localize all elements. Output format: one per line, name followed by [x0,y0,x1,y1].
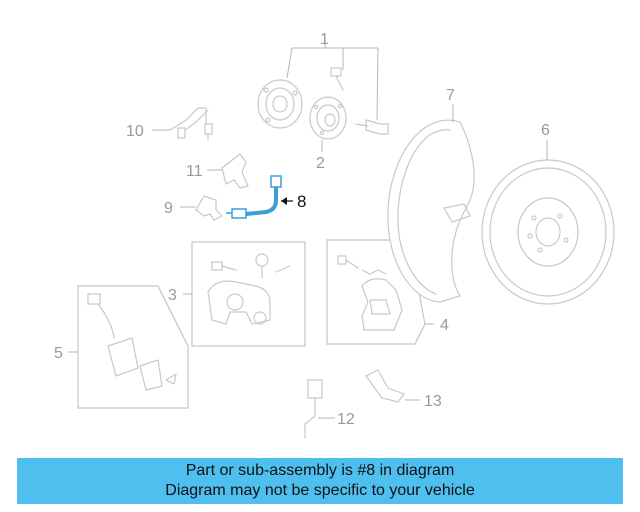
callout-1: 1 [320,31,329,48]
callout-9: 9 [164,200,173,217]
splash-shield [387,104,475,303]
caliper-assembly [183,241,306,347]
hose-bracket [180,195,224,221]
parts-diagram: 1 2 3 4 5 6 7 8 9 10 11 12 13 [54,31,615,439]
sensor-bracket [365,369,420,403]
info-banner: Part or sub-assembly is #8 in diagram Di… [17,458,623,504]
mounting-bracket [207,153,249,189]
callout-7: 7 [446,87,455,104]
banner-line-disclaimer: Diagram may not be specific to your vehi… [165,482,475,499]
callout-12: 12 [337,411,355,428]
callout-11: 11 [186,163,203,180]
callout-13: 13 [424,393,442,410]
brake-pad-kit [68,285,189,409]
callout-6: 6 [541,122,550,139]
callout-4: 4 [440,317,449,334]
wear-sensor [304,379,335,439]
brake-rotor [481,140,615,305]
callout-2: 2 [316,155,325,172]
callout-5: 5 [54,345,63,362]
banner-line-part: Part or sub-assembly is #8 in diagram [185,462,455,479]
callout-3: 3 [168,287,177,304]
brake-line [152,107,213,141]
callout-8: 8 [297,192,306,211]
brake-hose-highlighted [226,175,293,219]
hub-bearing-assembly [257,40,389,135]
callout-10: 10 [126,123,144,140]
wheel-hub [309,96,347,152]
